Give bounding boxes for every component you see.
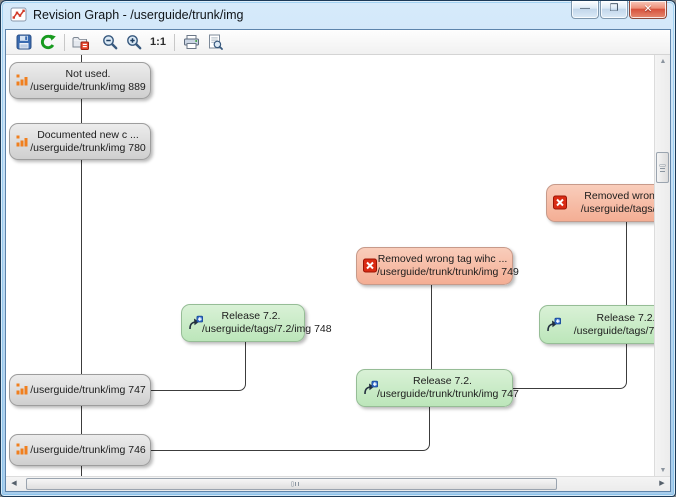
folder-badge-icon bbox=[72, 37, 89, 50]
node-comment: Removed wrong trun bbox=[584, 190, 656, 202]
edge-top-trunk bbox=[81, 55, 82, 63]
toolbar-separator bbox=[64, 33, 65, 51]
toolbar-separator bbox=[174, 33, 175, 51]
refresh-icon bbox=[40, 34, 56, 50]
titlebar[interactable]: Revision Graph - /userguide/trunk/img — … bbox=[1, 1, 675, 29]
node-path: /userguide/tags/7.2/tru bbox=[573, 324, 656, 337]
node-path: /userguide/tags/7.2/img 748 bbox=[202, 323, 332, 335]
deleted-item-icon bbox=[553, 195, 568, 211]
copied-item-icon bbox=[363, 380, 379, 396]
revision-node-749[interactable]: Removed wrong tag wihc ... /userguide/tr… bbox=[356, 247, 519, 285]
minimize-button[interactable]: — bbox=[571, 1, 599, 19]
edge-747-746 bbox=[81, 406, 82, 434]
node-path: /userguide/trunk/img 746 bbox=[30, 443, 146, 456]
vertical-scrollbar[interactable]: ▲ ▼ bbox=[654, 55, 670, 478]
node-path: /userguide/trunk/img 780 bbox=[30, 141, 146, 154]
node-path: /userguide/trunk/trunk/img 749 bbox=[377, 266, 519, 278]
scroll-right-icon[interactable]: ▶ bbox=[659, 480, 665, 487]
versioned-item-icon bbox=[16, 134, 31, 149]
node-path: /userguide/trunk/trunk/img 747 bbox=[377, 388, 519, 400]
versioned-item-icon bbox=[16, 73, 31, 88]
revision-graph-canvas[interactable]: Not used. /userguide/trunk/img 889 Docum… bbox=[6, 55, 656, 478]
horizontal-scrollbar[interactable]: ◀ ▶ bbox=[6, 476, 670, 491]
edge-746-to-747tag bbox=[151, 407, 430, 451]
compare-revisions-button[interactable] bbox=[69, 32, 93, 53]
printer-icon bbox=[183, 35, 199, 49]
scroll-down-icon[interactable]: ▼ bbox=[659, 467, 667, 474]
refresh-button[interactable] bbox=[36, 32, 60, 53]
print-button[interactable] bbox=[179, 32, 203, 53]
close-button[interactable]: ✕ bbox=[629, 1, 667, 19]
node-comment: Release 7.2. bbox=[221, 310, 281, 322]
revision-graph-app-icon bbox=[10, 7, 28, 23]
zoom-out-button[interactable] bbox=[98, 32, 122, 53]
edge-749-to-747tag bbox=[431, 285, 432, 369]
zoom-100-button[interactable]: 1:1 bbox=[150, 36, 166, 48]
node-path: /userguide/tags/7.2/tru bbox=[580, 203, 656, 215]
edge-747-to-748 bbox=[151, 342, 246, 391]
zoom-in-button[interactable] bbox=[122, 32, 146, 53]
horizontal-scrollbar-thumb[interactable] bbox=[26, 478, 557, 490]
revision-node-747-tag[interactable]: Release 7.2. /userguide/trunk/trunk/img … bbox=[356, 369, 519, 407]
revision-node-889[interactable]: Not used. /userguide/trunk/img 889 bbox=[9, 62, 151, 99]
scroll-up-icon[interactable]: ▲ bbox=[659, 58, 667, 65]
toolbar: 1:1 bbox=[6, 30, 670, 55]
edge-750-to-748b bbox=[626, 222, 627, 305]
node-path: /userguide/trunk/img 889 bbox=[30, 80, 146, 93]
versioned-item-icon bbox=[16, 383, 31, 398]
versioned-item-icon bbox=[16, 443, 31, 458]
copied-item-icon bbox=[546, 317, 562, 332]
revision-node-deleted-tag-top[interactable]: Removed wrong trun /userguide/tags/7.2/t… bbox=[546, 184, 656, 222]
node-comment: Not used. bbox=[65, 67, 111, 80]
edge-746-bottom bbox=[81, 466, 82, 478]
scroll-left-icon[interactable]: ◀ bbox=[11, 480, 17, 487]
page-magnifier-icon bbox=[209, 34, 223, 50]
edge-780-747 bbox=[81, 160, 82, 374]
floppy-disk-icon bbox=[16, 34, 32, 50]
revision-node-748-tag-right[interactable]: Release 7.2. /userguide/tags/7.2/tru bbox=[539, 305, 656, 344]
node-comment: Release 7.2. bbox=[596, 311, 656, 324]
edge-889-780 bbox=[81, 99, 82, 123]
save-button[interactable] bbox=[12, 32, 36, 53]
revision-node-748[interactable]: Release 7.2. /userguide/tags/7.2/img 748 bbox=[181, 304, 332, 342]
client-area: 1:1 bbox=[5, 29, 671, 492]
node-path: /userguide/trunk/img 747 bbox=[30, 383, 146, 396]
revision-node-747[interactable]: /userguide/trunk/img 747 bbox=[9, 374, 151, 406]
maximize-button[interactable]: ❐ bbox=[600, 1, 628, 19]
node-comment: Documented new c ... bbox=[37, 128, 139, 141]
node-comment: Removed wrong tag wihc ... bbox=[377, 253, 508, 265]
deleted-item-icon bbox=[363, 258, 378, 274]
copied-item-icon bbox=[188, 315, 204, 331]
magnifier-minus-icon bbox=[103, 35, 118, 50]
vertical-scrollbar-thumb[interactable] bbox=[656, 152, 669, 183]
magnifier-plus-icon bbox=[127, 35, 142, 50]
window-title: Revision Graph - /userguide/trunk/img bbox=[33, 8, 244, 22]
edge-747tag-to-748b bbox=[513, 344, 627, 389]
revision-node-780[interactable]: Documented new c ... /userguide/trunk/im… bbox=[9, 123, 151, 160]
node-comment: Release 7.2. bbox=[413, 375, 472, 387]
print-preview-button[interactable] bbox=[203, 32, 227, 53]
revision-node-746[interactable]: /userguide/trunk/img 746 bbox=[9, 434, 151, 466]
